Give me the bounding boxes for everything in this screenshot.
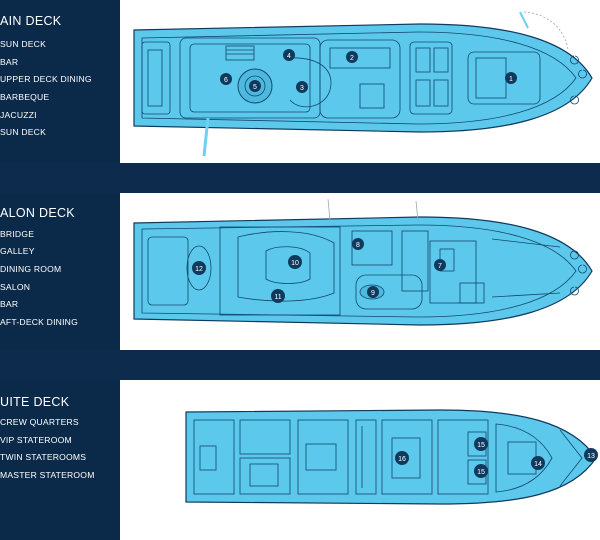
suite-deck-panel: UITE DECK CREW QUARTERS VIP STATEROOM TW…	[0, 380, 120, 540]
svg-text:14: 14	[534, 461, 542, 468]
main-deck-item: SUN DECK	[0, 127, 47, 137]
suite-deck-item: VIP STATEROOM	[0, 435, 72, 445]
svg-text:5: 5	[253, 84, 257, 91]
salon-deck-title: ALON DECK	[0, 206, 75, 220]
salon-deck-item: GALLEY	[0, 246, 35, 256]
suite-deck-title: UITE DECK	[0, 395, 70, 409]
marker-2: 2	[346, 51, 358, 63]
salon-deck-plan	[133, 198, 593, 326]
main-deck-item: SUN DECK	[0, 39, 47, 49]
salon-deck-panel: ALON DECK BRIDGE GALLEY DINING ROOM SALO…	[0, 193, 120, 350]
svg-text:4: 4	[287, 53, 291, 60]
marker-5: 5	[249, 80, 261, 92]
svg-text:6: 6	[224, 77, 228, 84]
marker-1: 1	[505, 72, 517, 84]
marker-16: 16	[395, 451, 409, 465]
svg-text:11: 11	[274, 294, 281, 301]
svg-text:7: 7	[438, 263, 442, 270]
svg-text:9: 9	[371, 290, 375, 297]
main-deck-item: UPPER DECK DINING	[0, 74, 92, 84]
svg-text:13: 13	[587, 453, 595, 460]
marker-13: 13	[584, 448, 598, 462]
marker-9: 9	[367, 286, 379, 298]
svg-text:16: 16	[398, 456, 406, 463]
svg-text:15: 15	[477, 469, 485, 476]
marker-11: 11	[271, 289, 285, 303]
salon-deck-item: BRIDGE	[0, 229, 35, 239]
main-deck-item: JACUZZI	[0, 110, 37, 120]
suite-deck-item: TWIN STATEROOMS	[0, 452, 87, 462]
marker-7: 7	[434, 259, 446, 271]
main-deck-panel: AIN DECK SUN DECK BAR UPPER DECK DINING …	[0, 0, 120, 163]
marker-3: 3	[296, 81, 308, 93]
svg-text:15: 15	[477, 442, 485, 449]
svg-text:8: 8	[356, 242, 360, 249]
marker-15b: 15	[474, 464, 488, 478]
svg-text:3: 3	[300, 85, 304, 92]
main-deck-title: AIN DECK	[0, 14, 62, 28]
salon-deck-item: DINING ROOM	[0, 264, 62, 274]
separator-band-middle	[0, 350, 600, 380]
main-deck-item: BAR	[0, 57, 19, 67]
marker-6: 6	[220, 73, 232, 85]
marker-4: 4	[283, 49, 295, 61]
svg-text:10: 10	[291, 260, 299, 267]
salon-deck-item: BAR	[0, 299, 19, 309]
separator-band-top	[0, 163, 600, 193]
svg-text:12: 12	[195, 266, 203, 273]
main-deck-item: BARBEQUE	[0, 92, 50, 102]
svg-text:1: 1	[509, 76, 513, 83]
suite-deck-item: MASTER STATEROOM	[0, 470, 95, 480]
marker-12: 12	[192, 261, 206, 275]
marker-14: 14	[531, 456, 545, 470]
main-deck-plan	[133, 11, 593, 157]
marker-10: 10	[288, 255, 302, 269]
salon-deck-item: AFT-DECK DINING	[0, 317, 78, 327]
marker-15: 15	[474, 437, 488, 451]
marker-8: 8	[352, 238, 364, 250]
salon-deck-item: SALON	[0, 282, 31, 292]
svg-text:2: 2	[350, 55, 354, 62]
suite-deck-item: CREW QUARTERS	[0, 417, 79, 427]
